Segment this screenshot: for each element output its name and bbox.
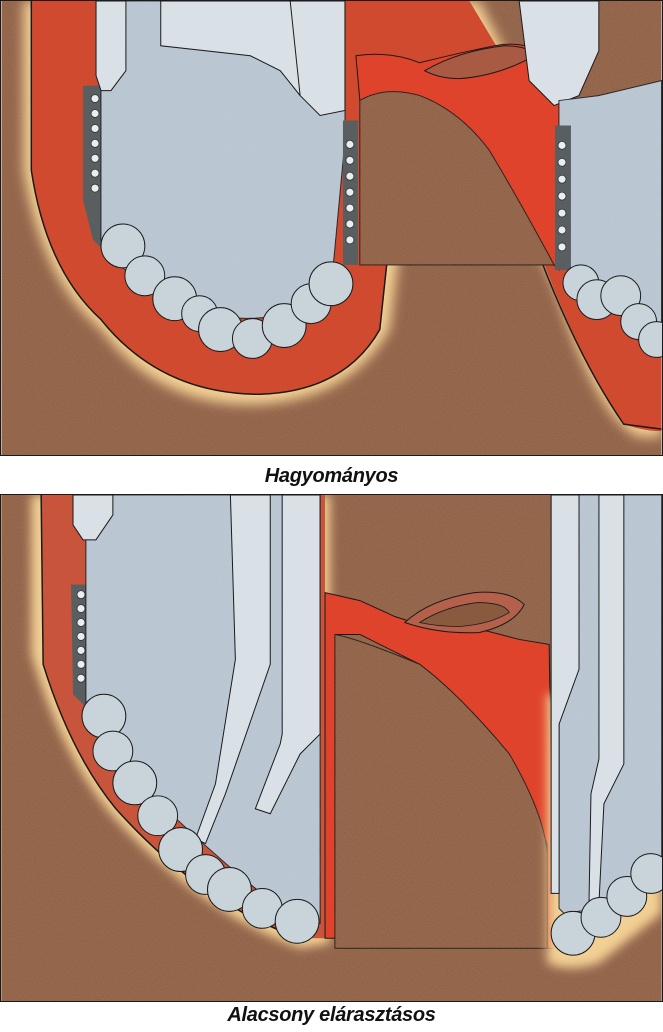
chisel-left xyxy=(96,1,126,91)
diagram-conventional-svg xyxy=(1,1,662,455)
caption-low-flooding: Alacsony elárasztásos xyxy=(0,1004,663,1027)
diagram-low-flooding xyxy=(0,494,663,1002)
diagram-low-flooding-svg xyxy=(1,495,662,1001)
caption-conventional: Hagyományos xyxy=(0,465,663,488)
diagram-conventional xyxy=(0,0,663,456)
